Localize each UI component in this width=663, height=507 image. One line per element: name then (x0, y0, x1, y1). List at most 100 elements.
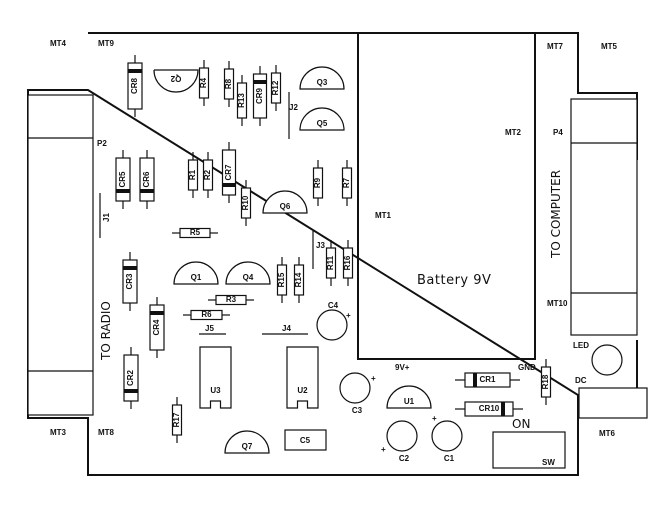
transistor-u1: U1 (386, 385, 432, 409)
resistor-r10-label: R10 (241, 195, 250, 210)
label-9v-plus: 9V+ (395, 363, 410, 372)
diode-cr7-label: CR7 (224, 164, 233, 181)
resistor-r13-label: R13 (237, 93, 246, 108)
label-j3: J3 (316, 241, 325, 250)
ic-u2: U2 (286, 346, 319, 409)
diode-cr4: CR4 (149, 297, 165, 358)
label-to-radio: TO RADIO (99, 301, 113, 361)
diode-cr2: CR2 (123, 347, 139, 409)
dc-jack (578, 387, 648, 419)
resistor-r9-label: R9 (313, 177, 322, 188)
capacitor-c1: C1 (431, 420, 463, 463)
label-led: LED (573, 341, 589, 350)
transistor-q6: Q6 (262, 190, 308, 214)
transistor-q5-label: Q5 (317, 119, 328, 128)
label-mt3: MT3 (50, 428, 67, 437)
ic-u2-label: U2 (297, 386, 308, 395)
resistor-r4-label: R4 (199, 77, 208, 88)
diode-cr1: CR1 (455, 372, 520, 388)
transistor-q3: Q3 (299, 66, 345, 90)
power-switch[interactable] (492, 431, 566, 469)
resistor-r16: R16 (342, 240, 354, 286)
transistor-q6-label: Q6 (280, 202, 291, 211)
capacitor-c4-label: C4 (328, 301, 339, 310)
resistor-r1-label: R1 (188, 169, 197, 180)
resistor-r12: R12 (270, 65, 282, 111)
label-p2: P2 (97, 139, 107, 148)
ic-u3: U3 (199, 346, 232, 409)
resistor-r17-label: R17 (172, 412, 181, 427)
resistor-r14: R14 (293, 257, 305, 303)
resistor-r2: R2 (202, 152, 214, 198)
transistor-q2-label: Q2 (170, 74, 181, 83)
resistor-r8: R8 (223, 61, 235, 107)
transistor-u1-label: U1 (404, 397, 415, 406)
capacitor-c1-label: C1 (444, 454, 455, 463)
resistor-r11: R11 (325, 240, 337, 286)
capacitor-c3-label: C3 (352, 406, 363, 415)
led (591, 344, 623, 376)
resistor-r6-label: R6 (201, 310, 212, 319)
resistor-r2-label: R2 (203, 169, 212, 180)
diode-cr6-label: CR6 (142, 171, 151, 188)
label-p4: P4 (553, 128, 563, 137)
battery-label: Battery 9V (417, 273, 491, 288)
ic-u3-label: U3 (210, 386, 221, 395)
diode-cr4-label: CR4 (152, 319, 161, 336)
resistor-r18-label: R18 (541, 374, 550, 389)
capacitor-c4: C4 (316, 301, 348, 341)
diode-cr10: CR10 (455, 401, 523, 417)
label-mt9: MT9 (98, 39, 115, 48)
transistor-q3-label: Q3 (317, 78, 328, 87)
resistor-r5: R5 (172, 227, 218, 239)
resistor-r18: R18 (540, 359, 552, 405)
resistor-r8-label: R8 (224, 78, 233, 89)
resistor-r7-label: R7 (342, 177, 351, 188)
label-mt4: MT4 (50, 39, 67, 48)
transistor-q1: Q1 (173, 261, 219, 285)
resistor-r9: R9 (312, 160, 324, 206)
transistor-q1-label: Q1 (191, 273, 202, 282)
label-switch-on: ON (512, 417, 530, 431)
diode-cr3: CR3 (122, 252, 138, 311)
plus-c2: + (381, 445, 386, 454)
label-j4: J4 (282, 324, 291, 333)
diode-cr6: CR6 (139, 150, 155, 209)
capacitor-c5: C5 (284, 429, 327, 451)
bottom-artifact: . . . (91, 505, 102, 507)
diode-cr5: CR5 (115, 150, 131, 209)
label-mt8: MT8 (98, 428, 115, 437)
label-switch: SW (542, 458, 555, 467)
diode-cr8: CR8 (127, 55, 143, 117)
label-j2: J2 (289, 103, 298, 112)
transistor-q4: Q4 (225, 261, 271, 285)
label-gnd: GND (518, 363, 536, 372)
label-mt1: MT1 (375, 211, 392, 220)
label-mt6: MT6 (599, 429, 616, 438)
battery-outline (357, 32, 536, 360)
connector-p4 (570, 98, 638, 336)
connector-p2 (27, 94, 94, 416)
diode-cr7: CR7 (221, 142, 237, 203)
resistor-r7: R7 (341, 160, 353, 206)
diode-cr2-label: CR2 (126, 369, 135, 386)
resistor-r5-label: R5 (190, 228, 201, 237)
plus-c3: + (371, 374, 376, 383)
resistor-r11-label: R11 (326, 255, 335, 270)
label-j5: J5 (205, 324, 214, 333)
label-to-computer: TO COMPUTER (549, 170, 563, 259)
resistor-r3-label: R3 (226, 295, 237, 304)
resistor-r4: R4 (198, 60, 210, 106)
label-mt2: MT2 (505, 128, 522, 137)
resistor-r13: R13 (236, 75, 248, 126)
plus-c1: + (432, 414, 437, 423)
resistor-r14-label: R14 (294, 272, 303, 287)
diode-cr8-label: CR8 (130, 77, 139, 94)
diode-cr9-label: CR9 (255, 87, 264, 104)
resistor-r1: R1 (187, 152, 199, 198)
resistor-r15: R15 (276, 257, 288, 303)
transistor-q2: Q2 (153, 69, 199, 93)
transistor-q7: Q7 (224, 430, 270, 454)
transistor-q4-label: Q4 (243, 273, 254, 282)
